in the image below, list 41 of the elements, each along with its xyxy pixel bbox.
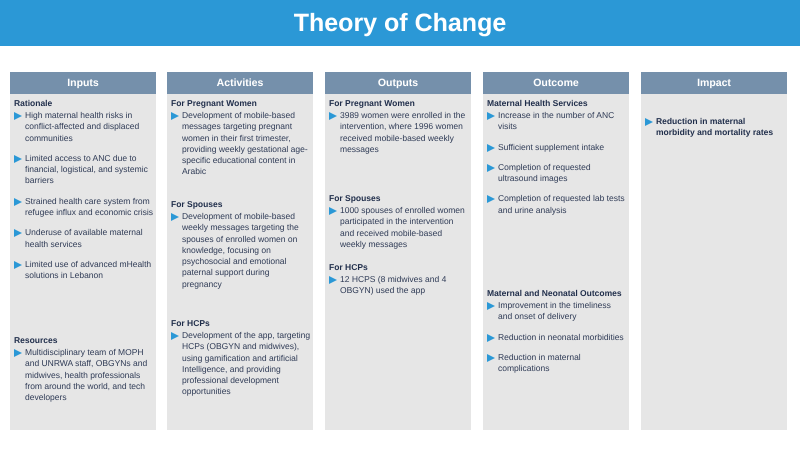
bullet-text: Completion of requested ultrasound images [498,162,592,184]
bullet-text: Sufficient supplement intake [498,142,604,153]
bullet-text: Limited access to ANC due to financial, logistical, and systemic barriers [25,152,149,187]
section-heading: For HCPs [171,318,211,328]
bullet-text: Underuse of available maternal health services [25,227,144,250]
bullet-text: Improvement in the timeliness and onset of delivery [498,300,612,323]
column-header: Outputs [325,72,471,94]
bullet-text: Multidisciplinary team of MOPH and UNRWA staff, OBGYNs and midwives, health professionals from around the world, and tech developers [25,347,148,404]
section-heading: For Pregnant Women [171,98,258,108]
bullet-text: Reduction in maternal complications [498,352,582,374]
section-heading: For Spouses [171,199,224,209]
column-header: Outcome [483,72,629,94]
section-heading: Rationale [14,98,54,108]
column-panel [483,72,629,430]
section-heading: For Pregnant Women [329,98,416,108]
column-panel [325,72,471,430]
bullet-text: 12 HCPS (8 midwives and 4 OBGYN) used the app [340,274,448,297]
section-heading: Maternal and Neonatal Outcomes [487,288,623,298]
bullet-text: Development of mobile-based weekly messages targeting the spouses of enrolled women on knowledge, focusing on psychosocial and emotional paternal support during pregnancy [182,211,300,290]
column-header: Activities [167,72,313,94]
section-heading: Maternal Health Services [487,98,589,108]
bullet-text: Increase in the number of ANC visits [498,110,616,133]
bullet-text: Reduction in neonatal morbidities [498,332,624,343]
bullet-text: Reduction in maternal morbidity and mortality rates [656,116,774,139]
column-header: Inputs [10,72,156,94]
bullet-text: High maternal health risks in conflict-affected and displaced communities [25,110,140,144]
bullet-text: 1000 spouses of enrolled women participated in the intervention and received mobile-based weekly messages [340,205,466,250]
bullet-text: Completion of requested lab tests and urine analysis [498,193,626,216]
bullet-text: Limited use of advanced mHealth solutions in Lebanon [25,258,152,282]
column-panel [167,72,313,430]
section-heading: Resources [14,335,58,345]
bullet-text: Development of mobile-based messages targeting pregnant women in their first trimester, providing weekly gestational age-specific educational content in Arabic [182,110,309,178]
bullet-text: Development of the app, targeting HCPs (OBGYN and midwives), using gamification and artificial Intelligence, and providing professional development opportunities [182,330,311,398]
column-panel [641,72,787,430]
section-heading: For Spouses [329,193,382,203]
column-header: Impact [641,72,787,94]
bullet-text: Strained health care system from refugee influx and economic crisis [25,196,154,218]
column-panel [10,72,156,430]
section-heading: For HCPs [329,262,369,272]
bullet-text: 3989 women were enrolled in the intervention, where 1996 women received mobile-based weekly messages [340,110,466,156]
title-banner: Theory of Change [0,0,800,46]
